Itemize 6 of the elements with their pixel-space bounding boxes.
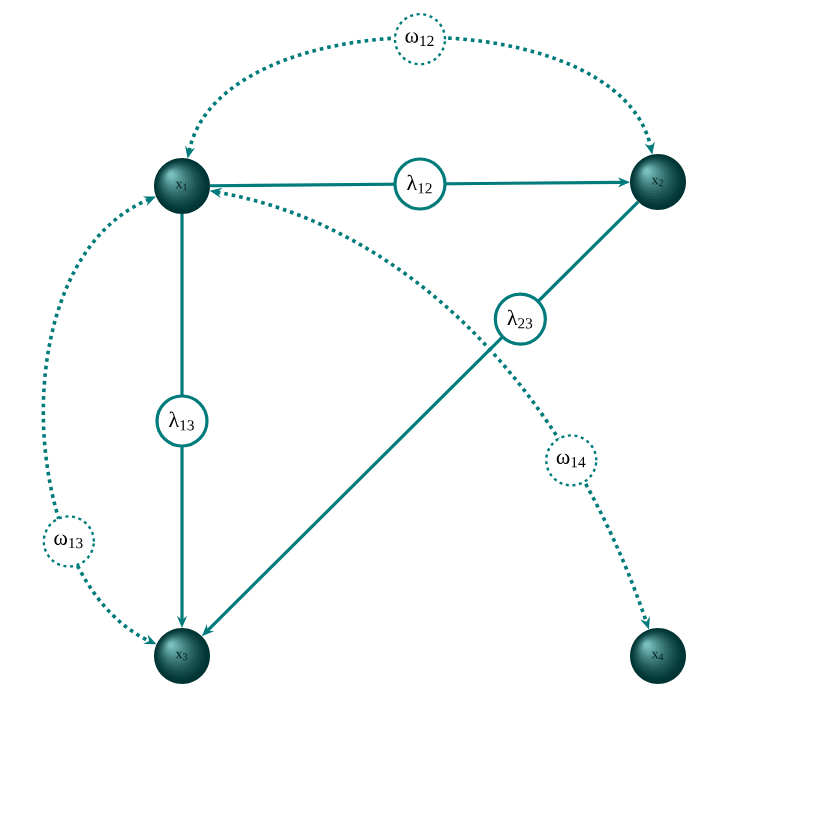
edge-label: λ$_{12}$ xyxy=(393,157,447,211)
edge-label: λ$_{23}$ xyxy=(493,292,547,346)
edge-label: ω$_{12}$ xyxy=(393,12,447,66)
edge-label: ω$_{13}$ xyxy=(42,515,95,568)
edge-label: λ$_{13}$ xyxy=(155,394,209,448)
edge-label: ω$_{14}$ xyxy=(545,434,598,487)
